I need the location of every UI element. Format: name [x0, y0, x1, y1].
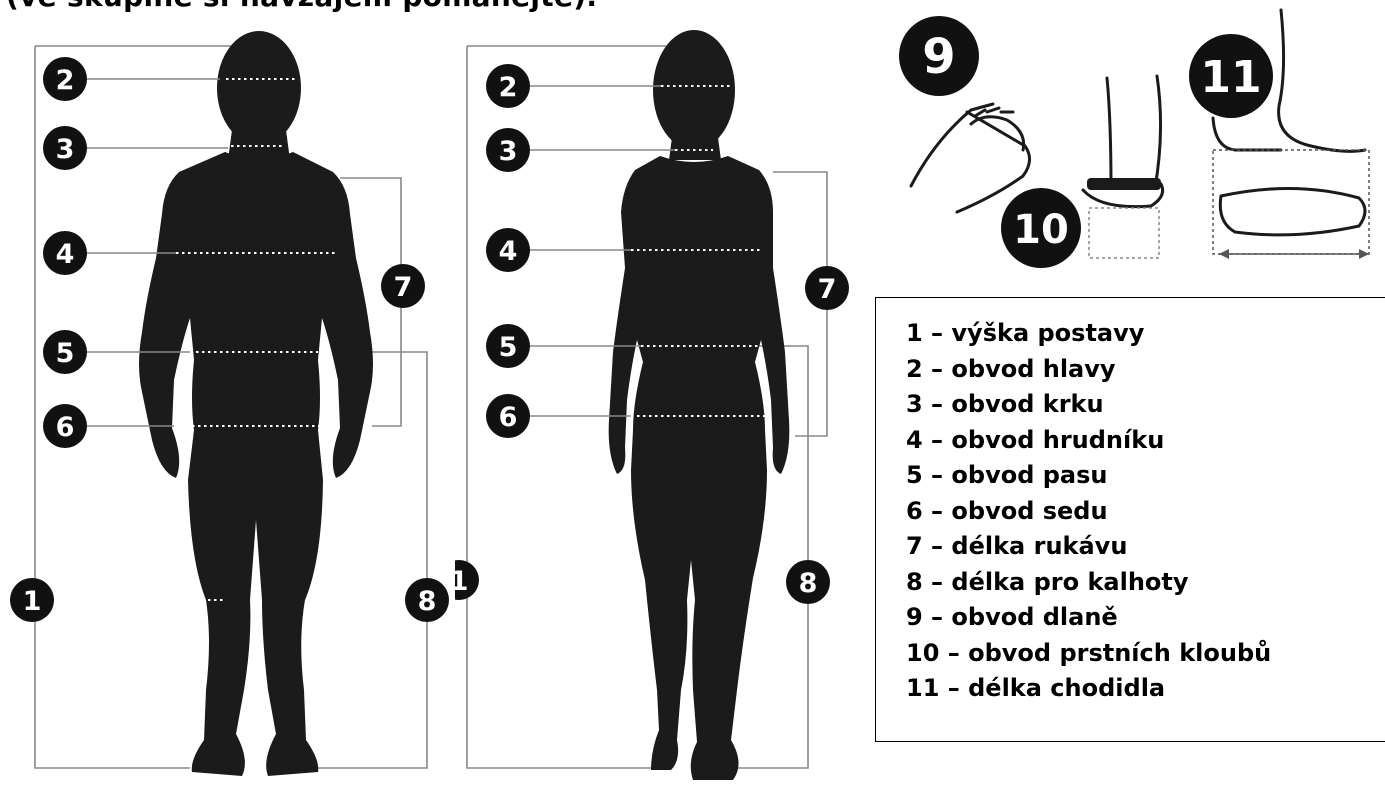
svg-text:2: 2 — [499, 72, 518, 103]
svg-text:5: 5 — [499, 332, 518, 363]
marker-3: 3 — [486, 128, 530, 172]
marker-4: 4 — [486, 228, 530, 272]
legend-item: 3 – obvod krku — [906, 387, 1385, 423]
svg-text:4: 4 — [56, 239, 75, 270]
svg-text:1: 1 — [23, 586, 42, 617]
legend-item: 6 – obvod sedu — [906, 494, 1385, 530]
male-figure: 2 3 4 5 6 7 1 8 — [0, 0, 460, 790]
legend-item: 9 – obvod dlaně — [906, 600, 1385, 636]
svg-text:6: 6 — [499, 402, 518, 433]
marker-6: 6 — [43, 404, 87, 448]
marker-10: 10 — [1001, 188, 1081, 268]
svg-text:3: 3 — [56, 134, 75, 165]
svg-text:11: 11 — [1200, 52, 1261, 103]
marker-6: 6 — [486, 394, 530, 438]
svg-text:3: 3 — [499, 136, 518, 167]
legend-item: 2 – obvod hlavy — [906, 352, 1385, 388]
marker-8: 8 — [786, 560, 830, 604]
hand-foot-detail: 9 10 11 — [875, 0, 1385, 290]
legend-item: 5 – obvod pasu — [906, 458, 1385, 494]
marker-5: 5 — [486, 324, 530, 368]
marker-7: 7 — [805, 266, 849, 310]
marker-1: 1 — [10, 578, 54, 622]
legend-box: 1 – výška postavy 2 – obvod hlavy 3 – ob… — [875, 297, 1385, 742]
legend-item: 10 – obvod prstních kloubů — [906, 636, 1385, 672]
marker-2: 2 — [486, 64, 530, 108]
svg-text:8: 8 — [799, 568, 818, 599]
legend-item: 8 – délka pro kalhoty — [906, 565, 1385, 601]
svg-text:9: 9 — [922, 29, 955, 85]
svg-text:1: 1 — [455, 566, 468, 597]
marker-2: 2 — [43, 57, 87, 101]
marker-1: 1 — [455, 560, 479, 600]
marker-9: 9 — [899, 16, 979, 96]
marker-7: 7 — [381, 264, 425, 308]
female-silhouette — [609, 30, 790, 780]
svg-text:10: 10 — [1013, 207, 1069, 253]
male-silhouette — [139, 31, 373, 776]
svg-text:4: 4 — [499, 236, 518, 267]
svg-text:7: 7 — [818, 274, 837, 305]
legend-item: 1 – výška postavy — [906, 316, 1385, 352]
svg-text:8: 8 — [418, 586, 437, 617]
svg-text:6: 6 — [56, 412, 75, 443]
svg-text:7: 7 — [394, 272, 413, 303]
marker-3: 3 — [43, 126, 87, 170]
hand-palm-illustration — [911, 104, 1030, 212]
legend-item: 7 – délka rukávu — [906, 529, 1385, 565]
marker-4: 4 — [43, 231, 87, 275]
marker-8: 8 — [405, 578, 449, 622]
legend-item: 11 – délka chodidla — [906, 671, 1385, 707]
marker-5: 5 — [43, 330, 87, 374]
female-figure: 2 3 4 5 6 7 1 8 — [455, 0, 875, 790]
legend-list: 1 – výška postavy 2 – obvod hlavy 3 – ob… — [876, 298, 1385, 707]
marker-11: 11 — [1189, 34, 1273, 118]
svg-text:2: 2 — [56, 65, 75, 96]
legend-item: 4 – obvod hrudníku — [906, 423, 1385, 459]
svg-text:5: 5 — [56, 338, 75, 369]
